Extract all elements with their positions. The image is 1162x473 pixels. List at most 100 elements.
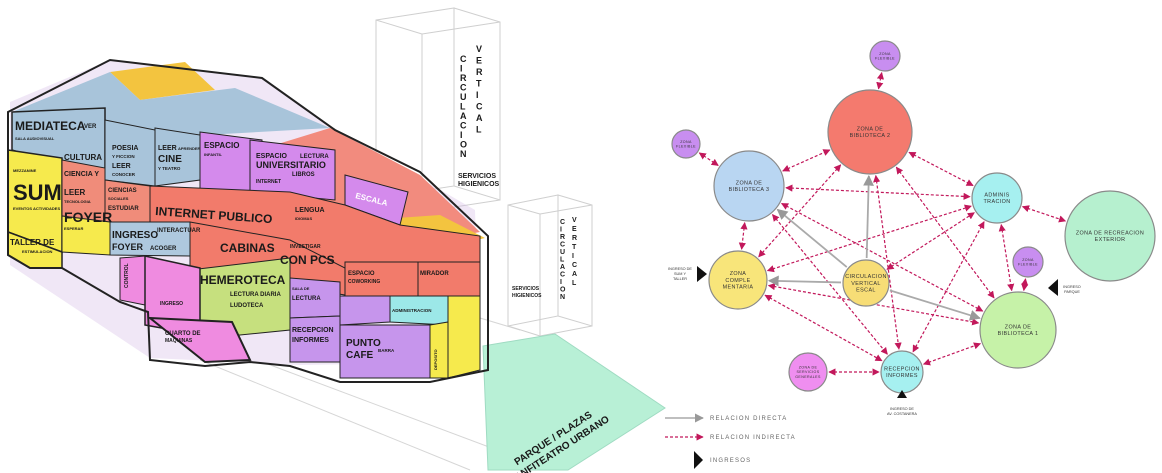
park-strip bbox=[482, 333, 666, 471]
indirect-relation-bib3-complementaria bbox=[738, 222, 748, 250]
legend: RELACION DIRECTA RELACION INDIRECTA INGR… bbox=[665, 413, 796, 469]
vertical-letter: E bbox=[476, 56, 482, 66]
legend-indirecta: RELACION INDIRECTA bbox=[710, 435, 796, 441]
label-informes: INFORMES bbox=[292, 337, 329, 344]
label-ludoteca: LUDOTECA bbox=[230, 303, 264, 309]
label-ciencia: CIENCIA Y bbox=[64, 171, 99, 178]
label-barra: BARRA bbox=[378, 348, 395, 353]
indirect-relation-circ-admin bbox=[886, 212, 975, 270]
label-poesia: POESIA bbox=[112, 145, 138, 152]
label-mezzanine: MEZZANINE bbox=[13, 168, 37, 173]
node-zf_right-label: FLEXIBLE bbox=[1018, 263, 1038, 267]
ingreso-left-line-2: SUM Y bbox=[674, 272, 686, 276]
ingreso-bottom-line-1: INGRESO DE bbox=[890, 407, 914, 411]
node-zf_top-label: ZONA bbox=[879, 52, 891, 56]
vertical-letter: T bbox=[476, 79, 482, 89]
vertical-letter: L bbox=[572, 280, 577, 287]
node-circ-label: CIRCULACION bbox=[845, 274, 887, 280]
label-cafe: CAFE bbox=[346, 350, 374, 361]
ingreso-right-line-2: PARQUE bbox=[1064, 290, 1080, 294]
ingreso-right: INGRESO PARQUE bbox=[1048, 279, 1081, 296]
label-mediateca: MEDIATECA bbox=[15, 119, 86, 133]
label-con-pcs: CON PCS bbox=[280, 253, 335, 267]
vertical-letter: V bbox=[476, 44, 482, 54]
ingreso-right-arrow bbox=[1048, 279, 1058, 296]
node-bib1-circle bbox=[979, 291, 1057, 369]
node-complementaria-label: ZONA bbox=[730, 271, 747, 277]
circulacion-letter: C bbox=[460, 83, 467, 93]
node-recepcion-label: RECEPCION bbox=[884, 367, 920, 373]
roof-yellow bbox=[110, 62, 215, 100]
node-bib1-label: BIBLIOTECA 1 bbox=[998, 331, 1039, 337]
indirect-relation-admin-recreacion bbox=[1021, 205, 1067, 223]
circulacion-letter: I bbox=[560, 279, 562, 286]
node-servicios-circle bbox=[788, 352, 828, 392]
node-circ-label: VERTICAL bbox=[851, 281, 880, 287]
label-sala-lectura: SALA DE bbox=[292, 286, 310, 291]
label-servicios-2: SERVICIOS bbox=[512, 286, 540, 292]
circulacion-letter: C bbox=[560, 219, 565, 226]
circulacion-letter: L bbox=[560, 257, 565, 264]
direct-relation-circ-bib3 bbox=[776, 208, 848, 268]
node-bib1-label: ZONA DE bbox=[1005, 325, 1031, 331]
label-libros: LIBROS bbox=[292, 172, 315, 178]
label-teatro: Y TEATRO bbox=[158, 166, 181, 171]
node-complementaria-label: MENTARIA bbox=[723, 284, 754, 290]
ingreso-bottom-line-2: AV. COSTANERA bbox=[887, 412, 917, 416]
node-zf_right-label: ZONA bbox=[1022, 258, 1034, 262]
label-espacio-1-sub: INFANTIL bbox=[204, 152, 223, 157]
label-administracion: ADMINISTRACION bbox=[392, 308, 432, 313]
label-ver: VER bbox=[84, 124, 97, 130]
circulacion-letter: I bbox=[560, 227, 562, 234]
indirect-relation-zf_right-bib1 bbox=[1021, 278, 1029, 292]
label-higienicos-1: HIGIENICOS bbox=[458, 181, 500, 188]
direct-relation-circ-bib2 bbox=[863, 174, 874, 259]
circulacion-letter: N bbox=[460, 149, 467, 159]
label-sum-sub: EVENTOS ACTIVIDADES bbox=[13, 206, 60, 211]
circulacion-letters-1: CIRCULACION bbox=[460, 54, 467, 159]
label-recepcion: RECEPCION bbox=[292, 327, 334, 334]
vertical-letter: L bbox=[476, 125, 482, 135]
circulacion-letter: C bbox=[460, 121, 467, 131]
axonometric-program: MEDIATECA VER SALA AUDIOVISUAL POESIA Y … bbox=[7, 7, 666, 473]
label-mediateca-sub: SALA AUDIOVISUAL bbox=[15, 136, 55, 141]
label-lengua: LENGUA bbox=[295, 207, 325, 214]
circulation-label-2: CIRCULACION VERTICAL SERVICIOS HIGIENICO… bbox=[512, 217, 577, 301]
vertical-letter: A bbox=[476, 113, 483, 123]
direct-relation-circ-complementaria bbox=[767, 275, 842, 287]
ingreso-right-line-1: INGRESO bbox=[1063, 285, 1081, 289]
node-servicios-label: ZONA DE bbox=[799, 366, 818, 370]
circulacion-letter: A bbox=[460, 111, 467, 121]
vertical-letter: E bbox=[572, 226, 577, 233]
ingreso-left-line-1: INGRESO DE bbox=[668, 267, 692, 271]
indirect-relation-zf_left-bib3 bbox=[698, 152, 719, 166]
label-acoger: ACOGER bbox=[150, 246, 177, 252]
label-internet-small: INTERNET bbox=[256, 179, 281, 185]
label-coworking: COWORKING bbox=[348, 279, 380, 285]
vertical-letters-1: VERTICAL bbox=[476, 44, 483, 135]
node-bib2-label: BIBLIOTECA 2 bbox=[850, 133, 891, 139]
node-bib3-circle bbox=[713, 150, 785, 222]
label-servicios-1: SERVICIOS bbox=[458, 173, 496, 180]
node-complementaria-circle bbox=[708, 250, 768, 310]
block-espacio-lectura bbox=[339, 295, 391, 326]
label-cuarto: CUARTO DE bbox=[165, 331, 201, 337]
label-cabinas: CABINAS bbox=[220, 241, 275, 255]
label-ingreso-serv: INGRESO bbox=[160, 301, 183, 307]
label-ciencias: CIENCIAS bbox=[108, 188, 137, 194]
label-conocer: CONOCER bbox=[112, 172, 136, 177]
node-complementaria-label: COMPLE bbox=[725, 278, 750, 284]
ingreso-bottom-arrow bbox=[897, 390, 907, 398]
label-foyer: FOYER bbox=[64, 209, 112, 225]
indirect-relation-bib2-complementaria bbox=[758, 164, 842, 258]
indirect-relation-zf_top-bib2 bbox=[876, 71, 884, 90]
label-leer-2: LEER bbox=[158, 145, 177, 152]
label-espacio-1: ESPACIO bbox=[204, 141, 239, 150]
vertical-letter: I bbox=[572, 253, 574, 260]
node-zf_top-label: FLEXIBLE bbox=[875, 57, 895, 61]
